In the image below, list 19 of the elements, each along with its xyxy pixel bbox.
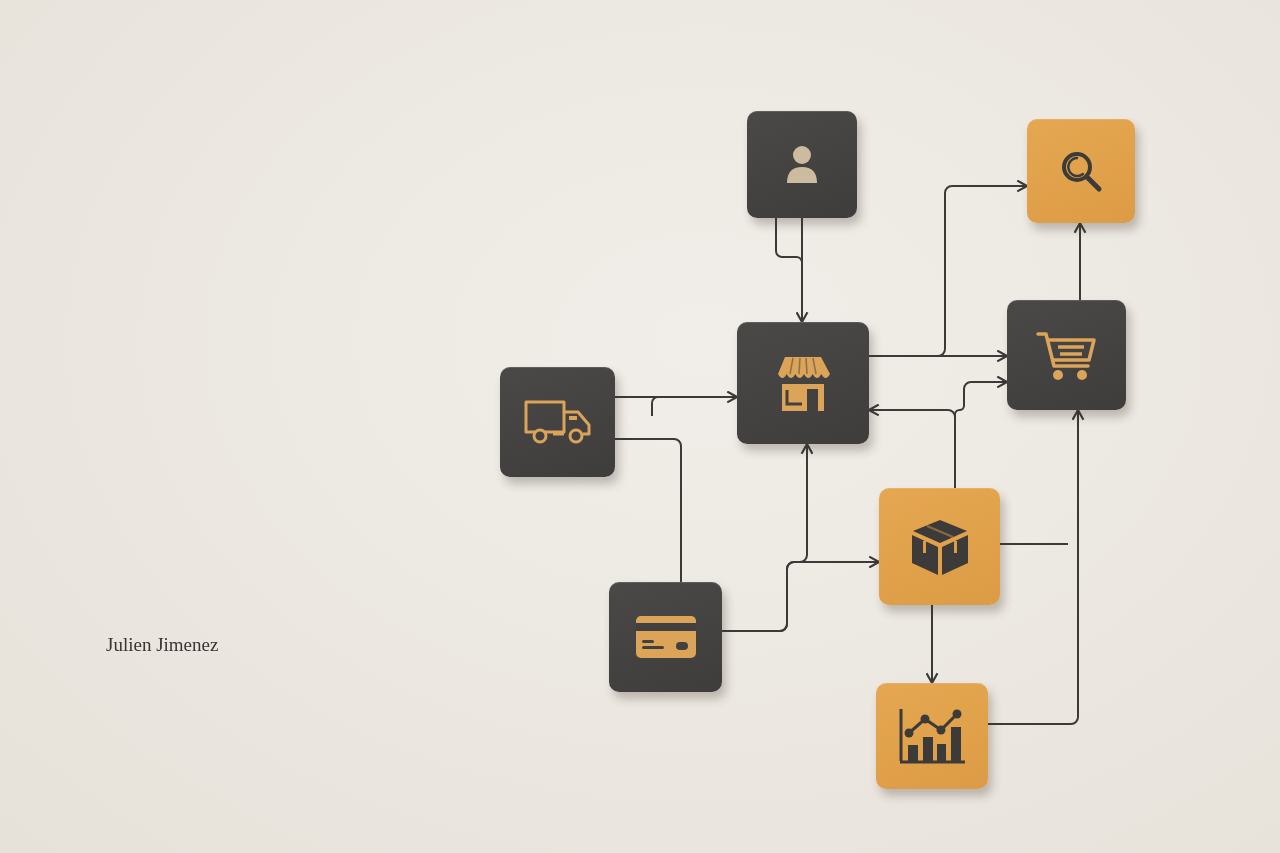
arrow <box>925 604 939 685</box>
icon-tile <box>500 367 615 477</box>
icon-tile <box>737 322 869 444</box>
arrow <box>614 390 739 417</box>
icon-tile <box>609 582 722 692</box>
icon-tile <box>1027 119 1135 223</box>
connector-line <box>614 438 682 583</box>
arrow <box>987 408 1085 725</box>
icon-tile <box>876 683 988 789</box>
arrow <box>775 217 809 324</box>
arrow <box>1073 221 1087 301</box>
author-name: Julien Jimenez <box>106 634 219 656</box>
icon-tile <box>747 111 857 218</box>
arrow <box>721 555 881 632</box>
connector-line <box>999 543 1069 545</box>
icon-tile <box>879 488 1000 605</box>
arrow <box>954 375 1009 489</box>
arrow <box>868 179 1029 357</box>
icon-tile <box>1007 300 1126 410</box>
